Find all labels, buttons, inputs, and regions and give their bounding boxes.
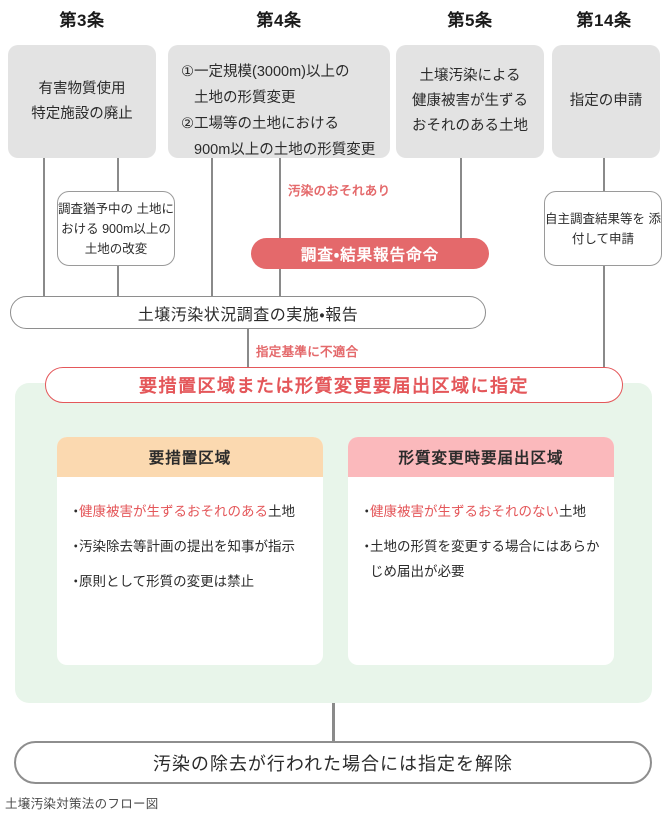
connector-survey-to-designation: [247, 328, 249, 384]
category-card-form-change-notification-area: 形質変更時要届出区域 ・ 健康被害が生ずるおそれのない土地 ・ 土地の形質を変更…: [348, 437, 614, 665]
category-body-form-change-notification-area: ・ 健康被害が生ずるおそれのない土地 ・ 土地の形質を変更する場合にはあらかじめ…: [348, 477, 614, 604]
bullet-marker-icon: ・: [360, 504, 374, 519]
release-designation-box: 汚染の除去が行われた場合には指定を解除: [14, 741, 652, 784]
connector-panel-to-release: [332, 700, 335, 743]
designation-box: 要措置区域または形質変更要届出区域に指定: [45, 367, 623, 403]
bullet-plain-text: 土地: [559, 504, 586, 519]
bullet-plain-text: 汚染除去等計画の提出を知事が指示: [79, 539, 295, 554]
article-header-art5: 第5条: [447, 11, 493, 30]
bullet-marker-icon: ・: [69, 504, 83, 519]
condition-box-voluntary-application: 自主調査結果等を 添付して申請: [544, 191, 662, 266]
source-box-art4: ①一定規模(3000m)以上の 土地の形質変更 ②工場等の土地における 900m…: [168, 45, 390, 158]
connector-art3-to-survey: [43, 155, 45, 300]
connector-deferred-to-survey: [117, 266, 119, 300]
source-art5-line1: 土壌汚染による: [419, 68, 521, 84]
connector-art5-to-order: [460, 155, 462, 238]
source-art4-item1-line2: 土地の形質変更: [194, 90, 296, 106]
survey-execution-box: 土壌汚染状況調査の実施・報告: [10, 296, 486, 329]
deferred-line3: 900m以上の: [102, 221, 171, 236]
source-box-art14: 指定の申請: [552, 45, 660, 158]
connector-art14-to-voluntary: [603, 155, 605, 191]
connector-order-to-survey: [279, 268, 281, 300]
source-art3-line2: 特定施設の廃止: [31, 105, 133, 122]
source-art5-line2: 健康被害が生ずる: [412, 93, 528, 109]
source-art5-line3: おそれのある土地: [412, 118, 528, 134]
annotation-nonconforming: 指定基準に不適合: [256, 345, 359, 359]
bullet-marker-icon: ・: [69, 574, 83, 589]
source-box-art3: 有害物質使用 特定施設の廃止: [8, 45, 156, 158]
bullet-red-text: 健康被害が生ずるおそれのない: [370, 504, 559, 519]
list-item: ・ 土地の形質を変更する場合にはあらかじめ届出が必要: [360, 534, 600, 584]
category-card-measure-required-area: 要措置区域 ・ 健康被害が生ずるおそれのある土地 ・ 汚染除去等計画の提出を知事…: [57, 437, 323, 665]
category-title-measure-required-area: 要措置区域: [57, 437, 323, 477]
article-header-art4: 第4条: [256, 11, 302, 30]
connector-art4-to-order: [279, 155, 281, 238]
bullet-plain-text: 土地: [268, 504, 295, 519]
diagram-caption: 土壌汚染対策法のフロー図: [5, 797, 159, 811]
bullet-marker-icon: ・: [69, 539, 83, 554]
category-body-measure-required-area: ・ 健康被害が生ずるおそれのある土地 ・ 汚染除去等計画の提出を知事が指示 ・ …: [57, 477, 323, 614]
source-box-art5: 土壌汚染による 健康被害が生ずる おそれのある土地: [396, 45, 544, 158]
annotation-contamination-risk: 汚染のおそれあり: [288, 184, 391, 198]
voluntary-line2: 添付して申請: [571, 211, 662, 246]
source-art14-line1: 指定の申請: [569, 93, 643, 109]
list-item: ・ 原則として形質の変更は禁止: [69, 569, 309, 594]
bullet-marker-icon: ・: [360, 539, 374, 554]
deferred-line1: 調査猶予中の: [58, 201, 134, 216]
connector-voluntary-to-designation: [603, 266, 605, 384]
category-title-form-change-notification-area: 形質変更時要届出区域: [348, 437, 614, 477]
article-header-art3: 第3条: [59, 11, 105, 30]
list-item: ・ 健康被害が生ずるおそれのない土地: [360, 499, 600, 524]
voluntary-line1: 自主調査結果等を: [545, 211, 646, 226]
connector-art3-to-deferred: [117, 155, 119, 191]
connector-art4-to-survey: [211, 155, 213, 300]
list-item: ・ 健康被害が生ずるおそれのある土地: [69, 499, 309, 524]
source-art4-item2-line2: 900m以上の土地の形質変更: [194, 142, 376, 158]
deferred-line2: 土地における: [61, 201, 175, 236]
bullet-plain-text: 土地の形質を変更する場合にはあらかじめ届出が必要: [370, 539, 600, 579]
condition-box-deferred-survey: 調査猶予中の 土地における 900m以上の 土地の改変: [57, 191, 175, 266]
source-art4-item1-line1: ①一定規模(3000m)以上の: [181, 64, 350, 80]
source-art3-line1: 有害物質使用: [38, 80, 126, 97]
deferred-line4: 土地の改変: [84, 241, 148, 256]
article-header-art14: 第14条: [576, 11, 632, 30]
source-art4-item2-line1: ②工場等の土地における: [181, 116, 339, 132]
bullet-red-text: 健康被害が生ずるおそれのある: [79, 504, 268, 519]
bullet-plain-text: 原則として形質の変更は禁止: [79, 574, 255, 589]
order-pill-survey-report: 調査・結果報告命令: [251, 238, 489, 269]
list-item: ・ 汚染除去等計画の提出を知事が指示: [69, 534, 309, 559]
